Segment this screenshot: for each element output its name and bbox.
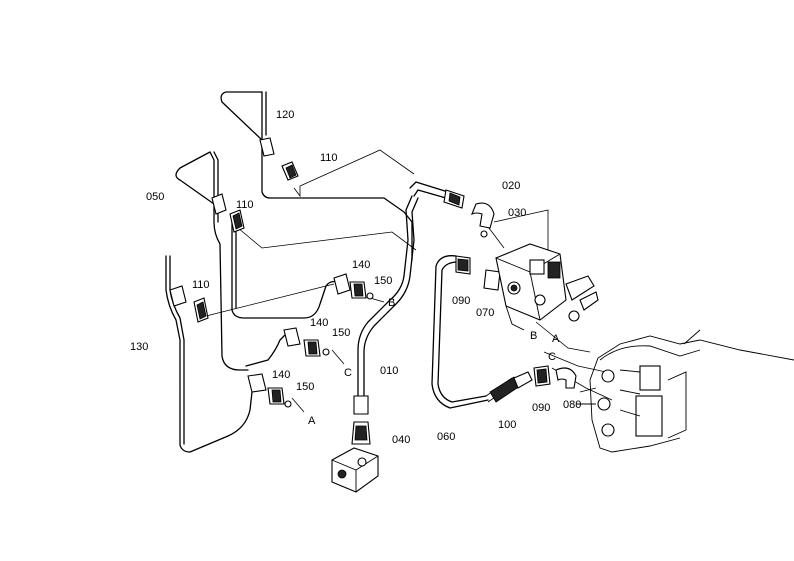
connection-c-left: C — [344, 367, 352, 379]
label-150-middle: 150 — [332, 327, 350, 339]
leader-lines — [205, 149, 613, 413]
fitting-110-left[interactable] — [211, 193, 245, 233]
label-090-upper: 090 — [452, 295, 470, 307]
label-030: 030 — [508, 207, 526, 219]
pipe-060[interactable] — [431, 255, 489, 409]
label-060: 060 — [437, 431, 455, 443]
label-130: 130 — [130, 341, 148, 353]
fitting-140-middle[interactable] — [283, 327, 330, 357]
pipe-middle[interactable] — [231, 221, 339, 367]
label-070: 070 — [476, 307, 494, 319]
label-110-lower: 110 — [192, 279, 210, 291]
transmission-housing — [576, 329, 794, 453]
pipe-050[interactable] — [175, 151, 249, 371]
pipe-120[interactable] — [220, 91, 413, 261]
fitting-140-upper[interactable] — [333, 273, 374, 300]
label-010: 010 — [380, 365, 398, 377]
elbow-030[interactable] — [470, 202, 495, 238]
pipe-010[interactable] — [357, 181, 449, 401]
hose-100[interactable] — [485, 371, 533, 403]
fitting-120-end[interactable] — [259, 137, 275, 157]
label-020: 020 — [502, 180, 520, 192]
control-valve-assembly[interactable] — [495, 243, 599, 331]
label-140-lower: 140 — [272, 369, 290, 381]
label-140-middle: 140 — [310, 317, 328, 329]
fitting-010-end[interactable] — [353, 395, 369, 415]
elbow-080[interactable] — [555, 367, 577, 389]
connection-c-right: C — [548, 351, 556, 363]
connection-b-left: B — [388, 297, 395, 309]
fitting-070[interactable] — [483, 269, 501, 291]
label-080: 080 — [563, 399, 581, 411]
connection-b-right: B — [530, 330, 537, 342]
label-150-upper: 150 — [374, 275, 392, 287]
label-140-upper: 140 — [352, 259, 370, 271]
label-100: 100 — [498, 419, 516, 431]
label-040: 040 — [392, 434, 410, 446]
connection-a-right: A — [552, 333, 560, 345]
label-120: 120 — [276, 109, 294, 121]
fitting-110-lower[interactable] — [169, 285, 209, 323]
fitting-110-top[interactable] — [281, 161, 299, 181]
label-110-left: 110 — [236, 199, 254, 211]
fitting-090-upper[interactable] — [455, 255, 471, 275]
label-090-lower: 090 — [532, 402, 550, 414]
connection-a-left: A — [308, 415, 316, 427]
valve-block-040[interactable] — [331, 447, 379, 493]
label-150-lower: 150 — [296, 381, 314, 393]
fitting-090-lower[interactable] — [533, 365, 551, 387]
label-050: 050 — [146, 191, 164, 203]
fitting-140-lower[interactable] — [247, 373, 292, 408]
fitting-020[interactable] — [443, 189, 465, 209]
label-110-top: 110 — [320, 152, 338, 164]
fitting-040[interactable] — [351, 421, 371, 445]
